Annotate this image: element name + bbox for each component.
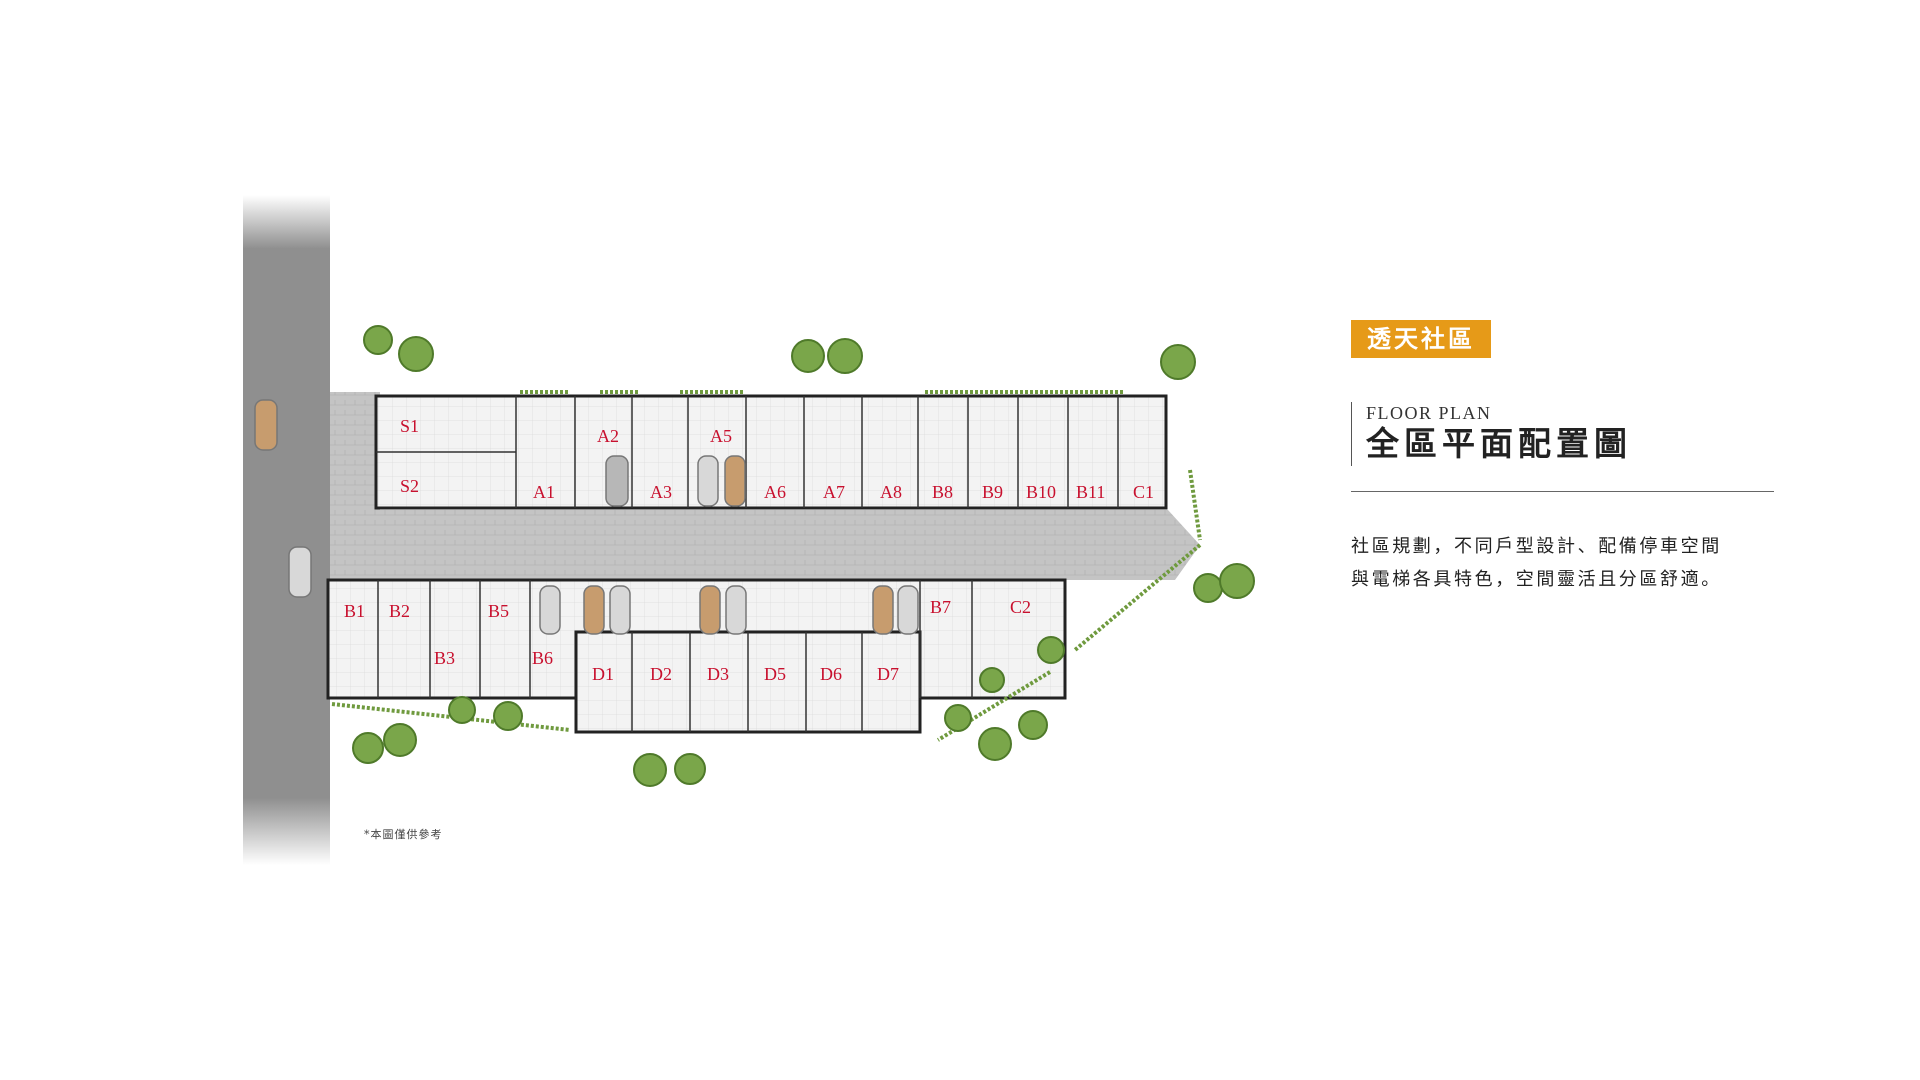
unit-label-d2: D2 bbox=[650, 664, 672, 684]
cars bbox=[254, 399, 919, 635]
unit-label-b1: B1 bbox=[344, 601, 365, 621]
floor-plan-heading: FLOOR PLAN 全區平面配置圖 bbox=[1351, 402, 1632, 466]
tree-icon bbox=[791, 339, 825, 373]
car-icon bbox=[897, 585, 919, 635]
unit-label-b7: B7 bbox=[930, 597, 951, 617]
car-icon bbox=[697, 455, 719, 507]
category-badge: 透天社區 bbox=[1351, 320, 1491, 358]
car-icon bbox=[288, 546, 312, 598]
car-icon bbox=[609, 585, 631, 635]
tree-icon bbox=[352, 732, 384, 764]
hedges bbox=[331, 390, 1202, 742]
tree-icon bbox=[633, 753, 667, 787]
courtyard-paving bbox=[330, 392, 1200, 580]
unit-label-d1: D1 bbox=[592, 664, 614, 684]
unit-label-b11: B11 bbox=[1076, 482, 1105, 502]
trees bbox=[352, 325, 1255, 787]
tree-icon bbox=[363, 325, 393, 355]
car-icon bbox=[724, 455, 746, 507]
divider bbox=[1351, 491, 1774, 492]
tree-icon bbox=[398, 336, 434, 372]
disclaimer-note: *本圖僅供參考 bbox=[364, 828, 443, 841]
description-line-1: 社區規劃，不同戶型設計、配備停車空間 bbox=[1351, 536, 1722, 557]
unit-label-a1: A1 bbox=[533, 482, 555, 502]
tree-icon bbox=[674, 753, 706, 785]
tree-icon bbox=[1160, 344, 1196, 380]
tree-icon bbox=[827, 338, 863, 374]
road bbox=[243, 195, 330, 865]
unit-label-c1: C1 bbox=[1133, 482, 1154, 502]
unit-label-d3: D3 bbox=[707, 664, 729, 684]
car-icon bbox=[605, 455, 629, 507]
unit-label-a8: A8 bbox=[880, 482, 902, 502]
tree-icon bbox=[1018, 710, 1048, 740]
tree-icon bbox=[383, 723, 417, 757]
car-icon bbox=[872, 585, 894, 635]
unit-label-a3: A3 bbox=[650, 482, 672, 502]
description: 社區規劃，不同戶型設計、配備停車空間 與電梯各具特色，空間靈活且分區舒適。 bbox=[1351, 530, 1791, 596]
car-icon bbox=[583, 585, 605, 635]
car-icon bbox=[539, 585, 561, 635]
car-icon bbox=[725, 585, 747, 635]
tree-icon bbox=[978, 727, 1012, 761]
tree-icon bbox=[1219, 563, 1255, 599]
unit-label-a2: A2 bbox=[597, 426, 619, 446]
unit-label-c2: C2 bbox=[1010, 597, 1031, 617]
tree-icon bbox=[1037, 636, 1065, 664]
unit-partitions bbox=[376, 396, 1119, 732]
unit-label-b9: B9 bbox=[982, 482, 1003, 502]
car-icon bbox=[254, 399, 278, 451]
description-line-2: 與電梯各具特色，空間靈活且分區舒適。 bbox=[1351, 569, 1722, 590]
floor-plan-subtitle: FLOOR PLAN bbox=[1366, 403, 1492, 423]
unit-label-s2: S2 bbox=[400, 476, 419, 496]
unit-labels: S1 S2 A1 A2 A3 A5 A6 A7 A8 B8 B9 B10 B11… bbox=[344, 416, 1154, 684]
unit-label-d6: D6 bbox=[820, 664, 842, 684]
unit-label-b2: B2 bbox=[389, 601, 410, 621]
unit-label-b10: B10 bbox=[1026, 482, 1056, 502]
tree-icon bbox=[1193, 573, 1223, 603]
tree-icon bbox=[493, 701, 523, 731]
unit-label-d7: D7 bbox=[877, 664, 899, 684]
tree-icon bbox=[448, 696, 476, 724]
unit-label-a5: A5 bbox=[710, 426, 732, 446]
unit-label-a7: A7 bbox=[823, 482, 845, 502]
tree-icon bbox=[944, 704, 972, 732]
unit-label-b3: B3 bbox=[434, 648, 455, 668]
unit-label-s1: S1 bbox=[400, 416, 419, 436]
unit-label-b6: B6 bbox=[532, 648, 553, 668]
tree-icon bbox=[979, 667, 1005, 693]
unit-label-b8: B8 bbox=[932, 482, 953, 502]
unit-label-b5: B5 bbox=[488, 601, 509, 621]
floor-plan-title: 全區平面配置圖 bbox=[1366, 424, 1632, 463]
unit-label-a6: A6 bbox=[764, 482, 786, 502]
unit-label-d5: D5 bbox=[764, 664, 786, 684]
car-icon bbox=[699, 585, 721, 635]
